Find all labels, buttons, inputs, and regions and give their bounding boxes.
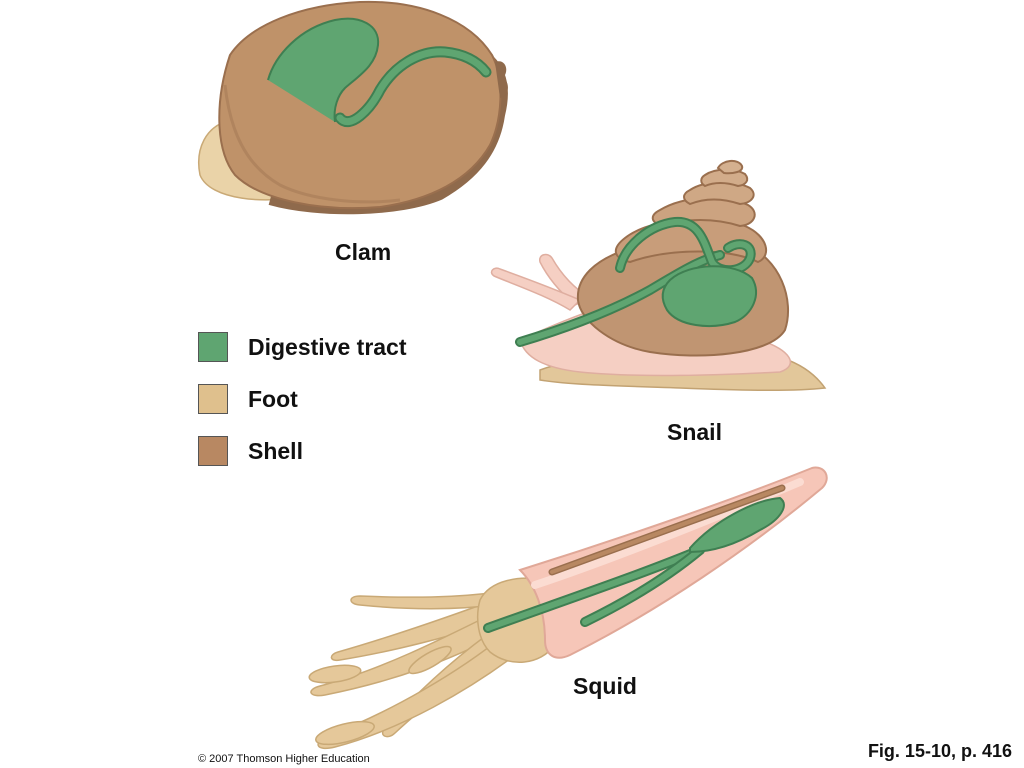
snail-digestive-gland bbox=[661, 265, 757, 327]
figure-reference: Fig. 15-10, p. 416 bbox=[867, 741, 1012, 761]
snail-label: Snail bbox=[667, 419, 722, 445]
copyright-notice: © 2007 Thomson Higher Education bbox=[198, 753, 370, 765]
squid-digestive-branch-fill bbox=[582, 547, 703, 625]
legend: Digestive tract Foot Shell bbox=[198, 330, 458, 470]
squid-tentacle-2 bbox=[310, 609, 512, 697]
snail-illustration bbox=[490, 160, 827, 392]
legend-swatch-shell bbox=[198, 436, 228, 466]
legend-label-foot: Foot bbox=[248, 385, 298, 412]
squid-shell-pen-highlight bbox=[550, 486, 784, 574]
squid-illustration bbox=[308, 466, 828, 749]
clam-digestive-intestine-fill bbox=[336, 48, 490, 126]
snail-shell-apex bbox=[716, 160, 744, 175]
clam-hinge bbox=[495, 61, 508, 98]
squid-tentacle-4 bbox=[317, 630, 524, 749]
legend-label-digestive-tract: Digestive tract bbox=[248, 333, 407, 360]
legend-swatch-digestive-tract bbox=[198, 332, 228, 362]
legend-swatch-foot bbox=[198, 384, 228, 414]
legend-item-digestive-tract: Digestive tract bbox=[198, 330, 407, 364]
squid-digestive-caecum bbox=[689, 496, 785, 554]
squid-tentacle-club-1 bbox=[308, 664, 362, 684]
legend-item-foot: Foot bbox=[198, 382, 298, 416]
clam-illustration bbox=[198, 0, 508, 215]
snail-tentacle-lower bbox=[490, 267, 582, 311]
squid-tentacle-5 bbox=[350, 591, 503, 610]
legend-label-shell: Shell bbox=[248, 437, 303, 464]
clam-label: Clam bbox=[335, 239, 392, 265]
snail-digestive-loop-fill bbox=[617, 218, 754, 274]
clam-digestive-stomach bbox=[267, 17, 380, 123]
squid-tentacle-club-3 bbox=[408, 645, 452, 675]
snail-digestive-gut-fill bbox=[517, 252, 723, 345]
legend-item-shell: Shell bbox=[198, 434, 303, 468]
squid-label: Squid bbox=[573, 673, 637, 699]
squid-digestive-main-fill bbox=[485, 547, 703, 631]
squid-tentacle-club-2 bbox=[315, 720, 375, 746]
clam-shell-shade bbox=[223, 84, 401, 204]
